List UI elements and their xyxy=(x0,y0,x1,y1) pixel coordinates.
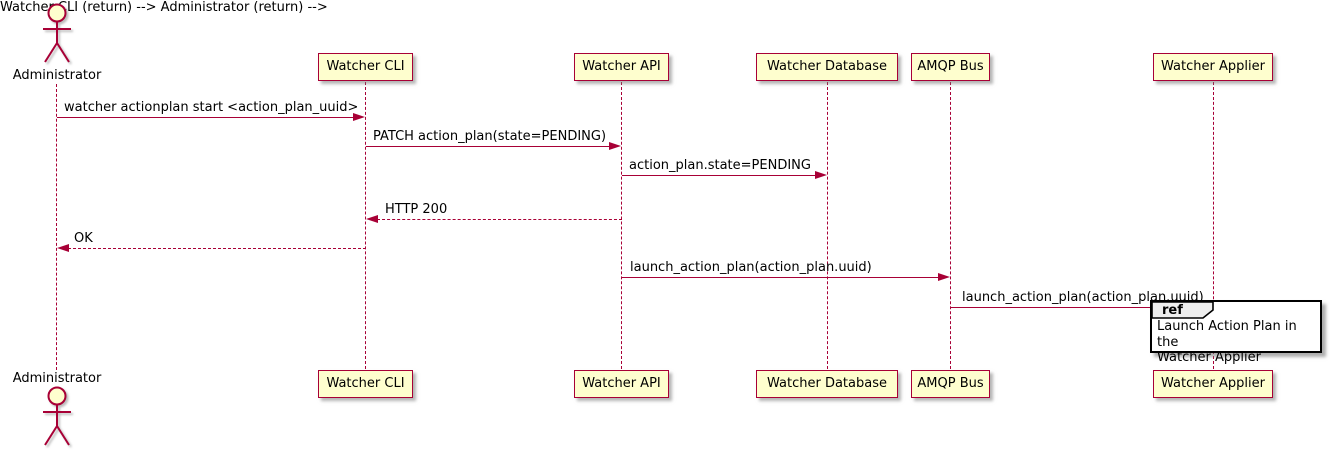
actor-label-bottom: Administrator xyxy=(12,371,102,386)
actor-icon-bottom xyxy=(43,386,71,446)
ref-keyword: ref xyxy=(1162,303,1183,318)
lifeline-amqp-bus xyxy=(950,82,951,369)
message-7-line xyxy=(951,307,1202,308)
ref-text: Launch Action Plan in the Watcher Applie… xyxy=(1157,319,1320,366)
lifeline-administrator xyxy=(56,84,57,370)
lifeline-watcher-api xyxy=(621,82,622,369)
message-3-label: action_plan.state=PENDING xyxy=(629,158,811,173)
message-5-arrowhead xyxy=(57,244,69,252)
message-5-label: OK xyxy=(74,231,93,246)
lifeline-watcher-database xyxy=(827,82,828,369)
participant-watcher-database-top: Watcher Database xyxy=(756,53,898,81)
ref-fragment: ref Launch Action Plan in the Watcher Ap… xyxy=(1150,300,1322,365)
message-5-line xyxy=(68,248,366,249)
ref-text-line2: Watcher Applier xyxy=(1157,350,1261,365)
participant-watcher-cli-bottom: Watcher CLI xyxy=(318,370,413,398)
lifeline-watcher-cli xyxy=(365,82,366,369)
message-1-label: watcher actionplan start <action_plan_uu… xyxy=(64,100,359,115)
message-7-label: launch_action_plan(action_plan.uuid) xyxy=(962,290,1204,305)
message-4-line xyxy=(377,219,622,220)
participant-watcher-cli-top: Watcher CLI xyxy=(318,53,413,81)
ref-text-line1: Launch Action Plan in the xyxy=(1157,319,1297,350)
lifeline-watcher-applier xyxy=(1213,82,1214,369)
message-1-arrowhead xyxy=(353,113,365,121)
message-1-line xyxy=(57,117,354,118)
actor-label-top: Administrator xyxy=(12,68,102,83)
message-6-line xyxy=(622,277,939,278)
message-2-arrowhead xyxy=(609,142,621,150)
participant-watcher-api-top: Watcher API xyxy=(574,53,669,81)
participant-amqp-bus-bottom: AMQP Bus xyxy=(911,370,990,398)
participant-watcher-applier-top: Watcher Applier xyxy=(1153,53,1273,81)
participant-watcher-api-bottom: Watcher API xyxy=(574,370,669,398)
message-2-line xyxy=(366,146,610,147)
actor-icon xyxy=(43,3,71,63)
message-4-arrowhead xyxy=(366,215,378,223)
message-2-label: PATCH action_plan(state=PENDING) xyxy=(373,129,607,144)
participant-watcher-applier-bottom: Watcher Applier xyxy=(1153,370,1273,398)
participant-amqp-bus-top: AMQP Bus xyxy=(911,53,990,81)
message-4-label: HTTP 200 xyxy=(385,202,448,217)
message-6-label: launch_action_plan(action_plan.uuid) xyxy=(630,260,872,275)
message-6-arrowhead xyxy=(938,273,950,281)
message-3-arrowhead xyxy=(815,171,827,179)
ref-header-pentagon xyxy=(1151,301,1214,319)
message-3-line xyxy=(622,175,816,176)
participant-watcher-database-bottom: Watcher Database xyxy=(756,370,898,398)
